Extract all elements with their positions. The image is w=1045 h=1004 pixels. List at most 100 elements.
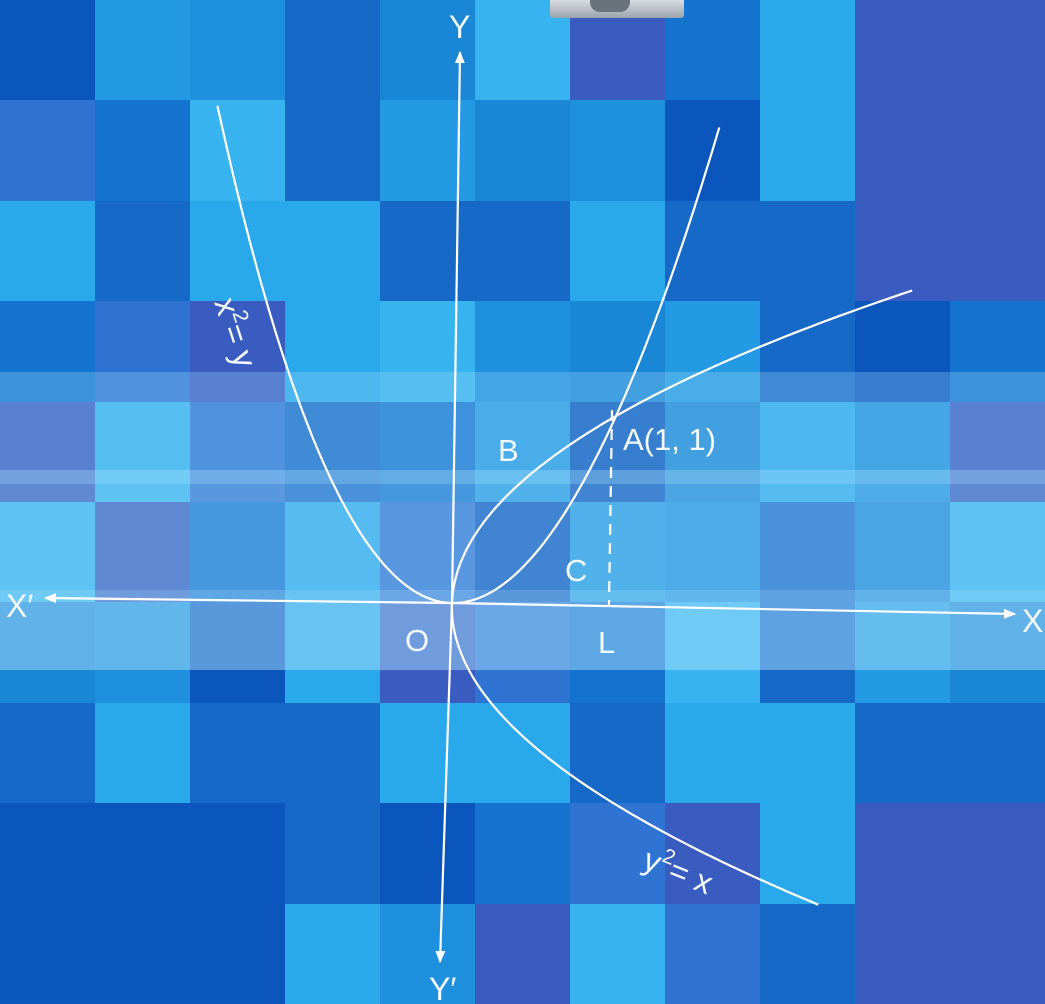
mosaic-tile: [475, 602, 570, 703]
mosaic-tile: [475, 301, 570, 402]
mosaic-tile: [95, 903, 190, 1004]
dashed-ordinate-al: [607, 409, 614, 606]
mosaic-tile: [760, 602, 855, 703]
svg-text:y2= x: y2= x: [638, 838, 719, 901]
mosaic-tile: [285, 803, 380, 904]
mosaic-tile: [190, 602, 285, 703]
mosaic-tile: [380, 702, 475, 804]
binder-clip: [550, 0, 684, 18]
x-axis-negative: [44, 593, 453, 605]
mosaic-tile: [855, 602, 950, 703]
mosaic-tile: [0, 501, 95, 603]
label-origin-o: O: [405, 623, 429, 658]
mosaic-tile: [950, 702, 1045, 804]
mosaic-tile: [665, 903, 760, 1004]
mosaic-tile: [760, 0, 855, 101]
mosaic-tile: [190, 501, 285, 603]
mosaic-tile: [855, 401, 950, 502]
y-axis-negative: [435, 602, 454, 963]
mosaic-tile: [855, 0, 950, 101]
light-band-middle: [0, 470, 1045, 670]
mosaic-tile: [95, 501, 190, 603]
mosaic-tile: [665, 401, 760, 502]
mosaic-tile: [285, 100, 380, 201]
mosaic-tile: [950, 501, 1045, 603]
mosaic-tile: [950, 401, 1045, 502]
mosaic-tile: [570, 602, 665, 703]
equation-label-y2-equals-x: y2= x: [638, 838, 719, 901]
mosaic-tile: [760, 903, 855, 1004]
parabola-y-squared-equals-x: [450, 289, 913, 906]
mosaic-tile: [0, 200, 95, 302]
axis-label-x: X: [1022, 603, 1043, 639]
mosaic-tile: [570, 903, 665, 1004]
mosaic-tile: [855, 100, 950, 201]
mosaic-tile: [0, 803, 95, 904]
mosaic-tile: [380, 602, 475, 703]
mosaic-tile: [0, 702, 95, 804]
mosaic-tile: [950, 100, 1045, 201]
mosaic-tile: [475, 501, 570, 603]
mosaic-tile: [285, 401, 380, 502]
mosaic-tile: [190, 301, 285, 402]
mosaic-tile: [760, 100, 855, 201]
mosaic-tile: [380, 301, 475, 402]
light-band-upper: [0, 372, 1045, 484]
mosaic-tile: [285, 702, 380, 804]
mosaic-tile: [665, 702, 760, 804]
mosaic-tile: [665, 803, 760, 904]
mosaic-tile: [190, 903, 285, 1004]
mosaic-tile: [475, 903, 570, 1004]
mosaic-tile: [0, 401, 95, 502]
mosaic-tile: [0, 602, 95, 703]
mosaic-tile: [950, 301, 1045, 402]
mosaic-tile: [570, 401, 665, 502]
mosaic-tile: [760, 501, 855, 603]
mosaic-tile: [285, 0, 380, 101]
mosaic-tile: [285, 200, 380, 302]
mosaic-tile: [950, 903, 1045, 1004]
mosaic-tile: [95, 602, 190, 703]
mosaic-tile: [285, 903, 380, 1004]
mosaic-tile: [95, 100, 190, 201]
y-axis-positive: [450, 51, 465, 604]
mosaic-tile: [855, 200, 950, 302]
parabola-x-squared-equals-y: [216, 105, 721, 605]
axis-label-y-prime: Y′: [429, 971, 456, 1004]
label-point-a: A(1, 1): [623, 422, 716, 457]
mosaic-tile: [950, 0, 1045, 101]
mosaic-tile: [950, 200, 1045, 302]
x-axis-positive: [451, 601, 1016, 619]
mosaic-tile: [95, 200, 190, 302]
mosaic-tile: [0, 0, 95, 101]
mosaic-tile: [760, 200, 855, 302]
mosaic-tile: [380, 401, 475, 502]
mosaic-tile: [95, 803, 190, 904]
mosaic-tile: [475, 702, 570, 804]
mosaic-tile: [190, 100, 285, 201]
mosaic-tile: [855, 702, 950, 804]
mosaic-tile: [190, 0, 285, 101]
mosaic-tile: [380, 200, 475, 302]
mosaic-tile: [95, 702, 190, 804]
mosaic-tile: [950, 803, 1045, 904]
equation-x2y-rest: = y: [216, 319, 264, 372]
svg-text:x2= y: x2= y: [207, 292, 266, 372]
mosaic-tile: [475, 200, 570, 302]
mosaic-tile: [380, 903, 475, 1004]
mosaic-tile: [760, 702, 855, 804]
mosaic-tile: [570, 301, 665, 402]
mosaic-tile: [0, 903, 95, 1004]
mosaic-tile: [855, 803, 950, 904]
mosaic-tile: [855, 501, 950, 603]
mosaic-tile: [665, 301, 760, 402]
mosaic-tile: [475, 401, 570, 502]
mosaic-tile: [285, 501, 380, 603]
label-region-b: B: [498, 433, 519, 468]
mosaic-tile: [570, 501, 665, 603]
mosaic-tile: [285, 602, 380, 703]
mosaic-tile: [475, 100, 570, 201]
